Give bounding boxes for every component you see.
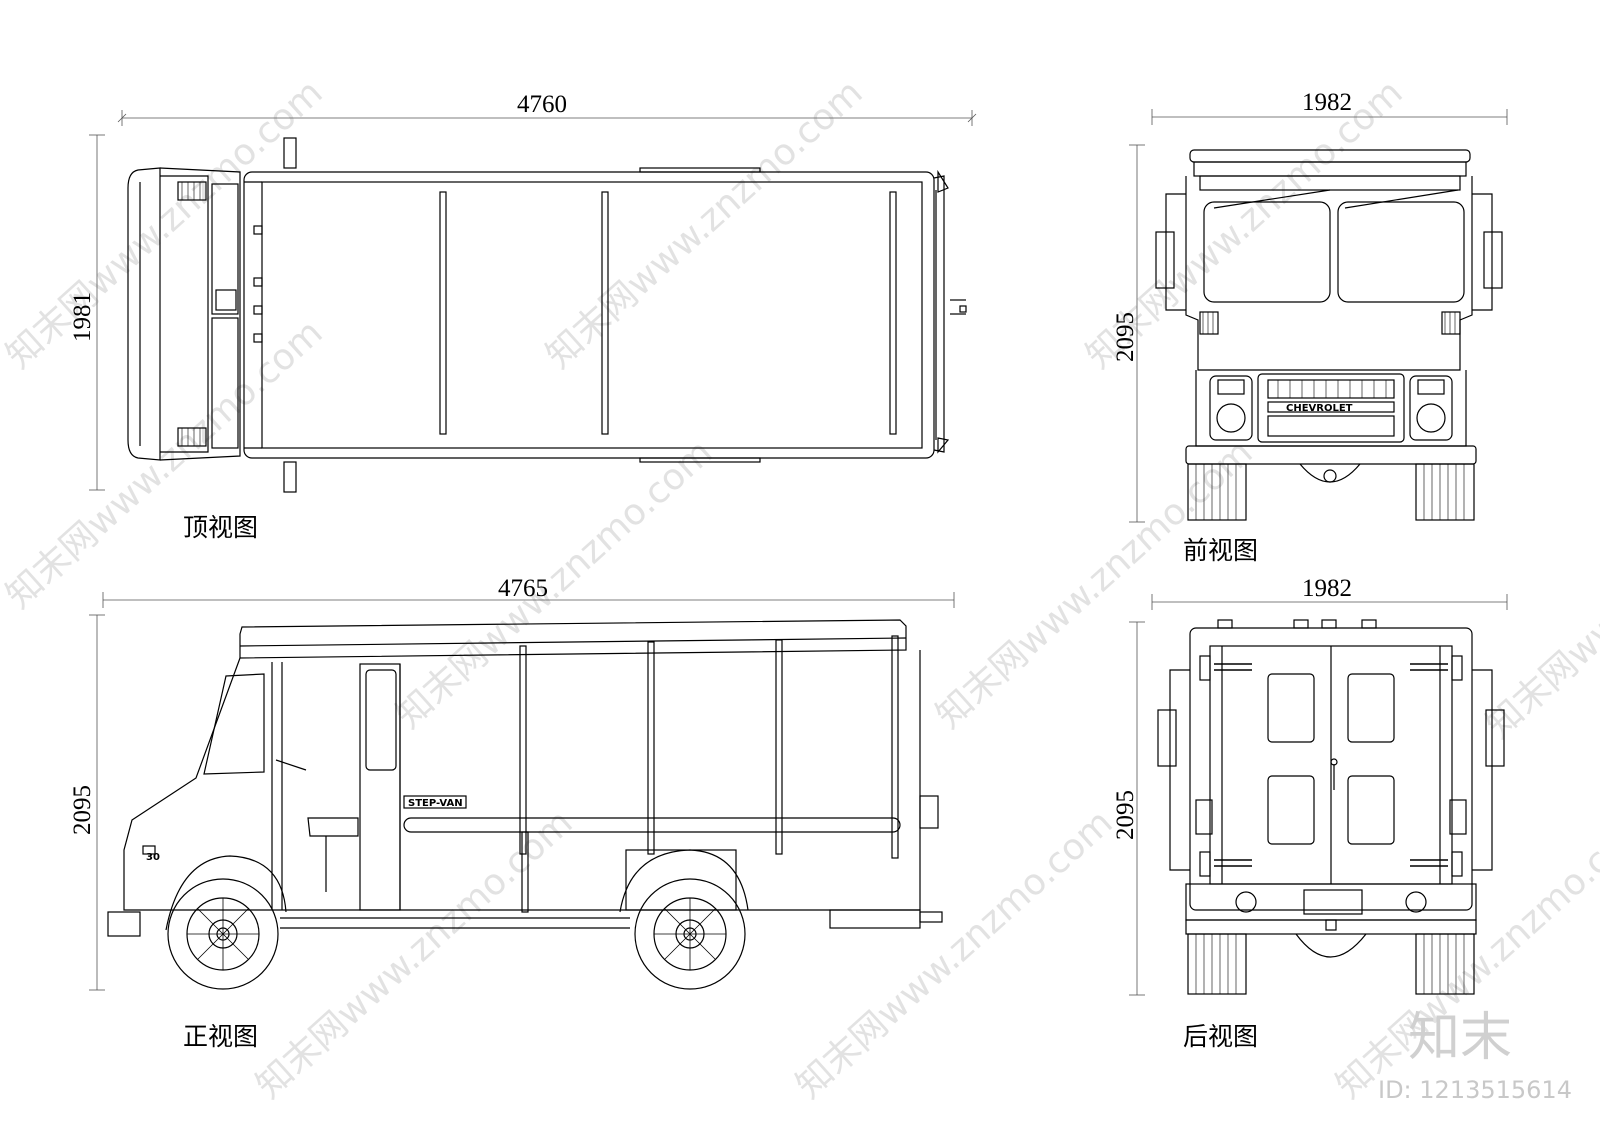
- front-view-caption: 前视图: [1183, 536, 1258, 565]
- side-view-badge: STEP-VAN: [408, 798, 463, 809]
- front-view-width-label: 1982: [1302, 89, 1352, 116]
- side-view-width-label: 4765: [498, 575, 548, 602]
- front-view-height-label: 2095: [1112, 312, 1139, 362]
- front-view-width-dimension: [1151, 109, 1508, 125]
- watermark-text: 知末网www.znzmo.com: [789, 802, 1121, 1107]
- watermark-text: 知末网www.znzmo.com: [1479, 442, 1600, 747]
- rear-view-width-label: 1982: [1302, 575, 1352, 602]
- watermark-logo: 知末: [1408, 1008, 1512, 1068]
- front-view-grille-brand: CHEVROLET: [1286, 403, 1353, 414]
- rear-view-height-label: 2095: [1112, 790, 1139, 840]
- top-view-height-label: 1981: [69, 292, 96, 342]
- side-view: STEP-VAN 30 正视图: [89, 592, 955, 1051]
- side-view-caption: 正视图: [183, 1022, 258, 1051]
- top-view-width-dimension: [117, 110, 977, 126]
- watermark-id-label: ID: 1213515614: [1378, 1076, 1572, 1104]
- top-view: 顶视图: [89, 110, 977, 542]
- watermark-text: 知末网www.znzmo.com: [249, 802, 581, 1107]
- watermark-text: 知末网www.znzmo.com: [929, 432, 1261, 737]
- rear-view-caption: 后视图: [1183, 1022, 1258, 1051]
- side-view-width-dimension: [102, 592, 955, 608]
- rear-view-height-dimension: [1129, 621, 1145, 996]
- watermark-text: 知末网www.znzmo.com: [389, 432, 721, 737]
- side-view-model-mark: 30: [146, 852, 160, 863]
- front-view: CHEVROLET 前视图: [1129, 109, 1508, 565]
- top-view-caption: 顶视图: [183, 513, 258, 542]
- side-view-height-dimension: [89, 614, 105, 991]
- front-view-height-dimension: [1129, 144, 1145, 523]
- side-view-height-label: 2095: [69, 785, 96, 835]
- top-view-height-dimension: [89, 134, 105, 491]
- watermark-text: 知末网www.znzmo.com: [0, 312, 331, 617]
- rear-view: 后视图: [1129, 594, 1508, 1051]
- rear-view-width-dimension: [1151, 594, 1508, 610]
- top-view-width-label: 4760: [517, 91, 567, 118]
